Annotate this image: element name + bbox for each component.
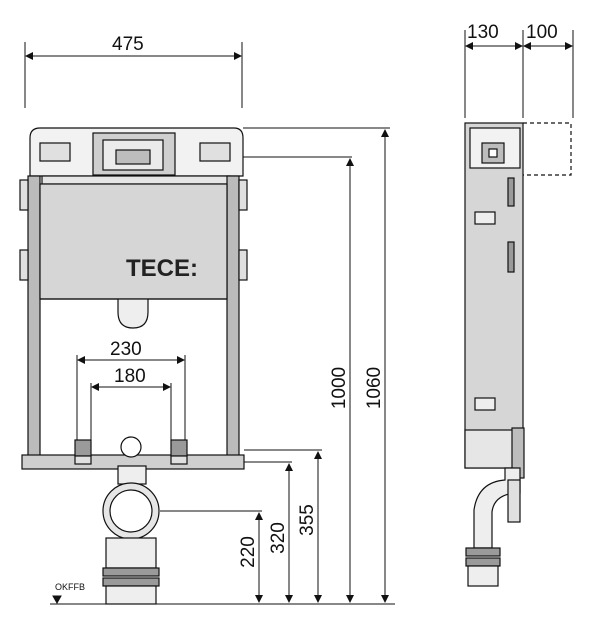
- dim-spacing-230: 230: [110, 339, 142, 360]
- front-view: [19, 127, 248, 605]
- left-leg: [27, 175, 41, 467]
- brand-logo: TECE:: [126, 255, 198, 282]
- dim-height-1060: 1060: [364, 367, 385, 409]
- side-frame: [464, 122, 524, 469]
- front-dimensions: [24, 42, 395, 605]
- side-dimensions: [464, 30, 574, 118]
- dim-height-320: 320: [268, 522, 289, 554]
- side-view: [464, 122, 572, 587]
- right-leg: [226, 175, 240, 467]
- dim-depth-130: 130: [467, 22, 499, 43]
- dim-spacing-180: 180: [114, 366, 146, 387]
- dim-width-475: 475: [112, 34, 144, 55]
- cistern-panel: [39, 183, 228, 300]
- dim-depth-100: 100: [526, 22, 558, 43]
- dim-height-355: 355: [297, 504, 318, 536]
- dim-height-220: 220: [238, 536, 259, 568]
- dim-height-1000: 1000: [329, 367, 350, 409]
- floor-label: OKFFB: [55, 582, 85, 592]
